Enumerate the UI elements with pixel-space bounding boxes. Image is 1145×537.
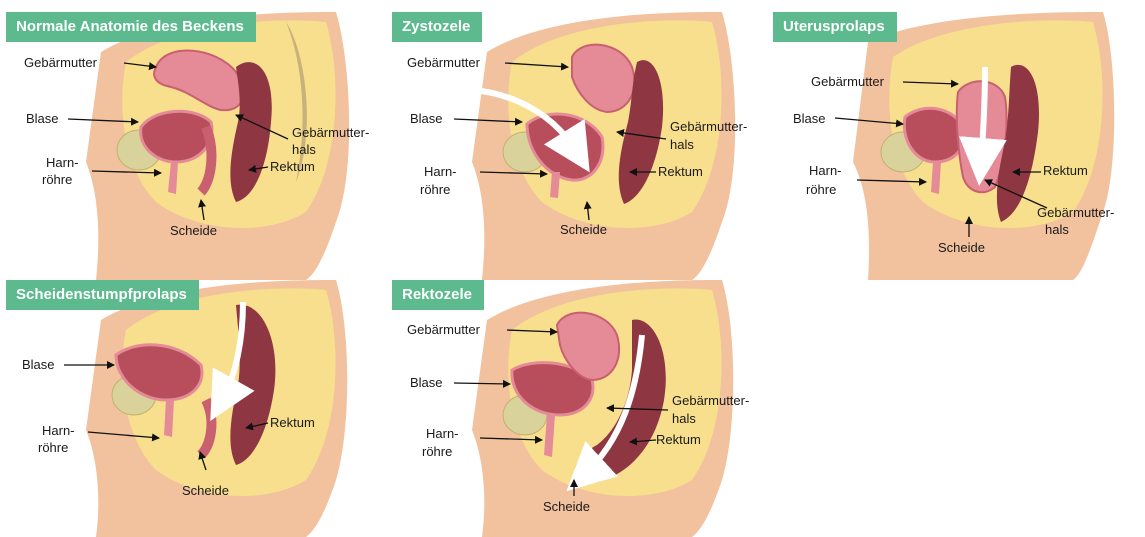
label-cervix-line2: hals (1045, 222, 1069, 238)
label-urethra-line2: röhre (422, 444, 452, 460)
label-cervix-line2: hals (672, 411, 696, 427)
label-cervix-line1: Gebärmutter- (292, 125, 369, 141)
label-urethra-line1: Harn- (426, 426, 459, 442)
label-cervix-line1: Gebärmutter- (670, 119, 747, 135)
label-uterus: Gebärmutter (24, 55, 97, 71)
label-rectum: Rektum (270, 415, 315, 431)
label-cervix-line1: Gebärmutter- (672, 393, 749, 409)
label-rectum: Rektum (1043, 163, 1088, 179)
label-bladder: Blase (410, 111, 443, 127)
label-urethra-line2: röhre (420, 182, 450, 198)
label-urethra-line1: Harn- (809, 163, 842, 179)
panel-normal-anatomy: Normale Anatomie des Beckens Gebärmutter… (6, 12, 386, 280)
label-cervix-line2: hals (292, 142, 316, 158)
label-uterus: Gebärmutter (407, 55, 480, 71)
label-urethra-line1: Harn- (424, 164, 457, 180)
label-vagina: Scheide (170, 223, 217, 239)
label-bladder: Blase (410, 375, 443, 391)
label-cervix-line2: hals (670, 137, 694, 153)
label-urethra-line2: röhre (38, 440, 68, 456)
label-urethra-line1: Harn- (46, 155, 79, 171)
label-vagina: Scheide (182, 483, 229, 499)
label-bladder: Blase (26, 111, 59, 127)
label-rectum: Rektum (270, 159, 315, 175)
label-bladder: Blase (793, 111, 826, 127)
label-bladder: Blase (22, 357, 55, 373)
label-vagina: Scheide (938, 240, 985, 256)
label-cervix-line1: Gebärmutter- (1037, 205, 1114, 221)
panel-rectocele: Rektozele Gebärmutter Blase Harn- röhre … (392, 280, 772, 537)
label-urethra-line2: röhre (806, 182, 836, 198)
panel-vaginal-vault-prolapse: Scheidenstumpfprolaps Blase Harn- röhre … (6, 280, 386, 537)
label-urethra-line2: röhre (42, 172, 72, 188)
leader-lines (392, 12, 772, 280)
leader-lines (6, 12, 386, 280)
panel-uterine-prolapse: Uterusprolaps Gebärmutter Blase Harn- rö… (773, 12, 1118, 280)
label-uterus: Gebärmutter (811, 74, 884, 90)
label-uterus: Gebärmutter (407, 322, 480, 338)
label-rectum: Rektum (656, 432, 701, 448)
panel-cystocele: Zystozele Gebärmutter Blase Harn- röhre … (392, 12, 772, 280)
label-urethra-line1: Harn- (42, 423, 75, 439)
label-rectum: Rektum (658, 164, 703, 180)
label-vagina: Scheide (543, 499, 590, 515)
label-vagina: Scheide (560, 222, 607, 238)
